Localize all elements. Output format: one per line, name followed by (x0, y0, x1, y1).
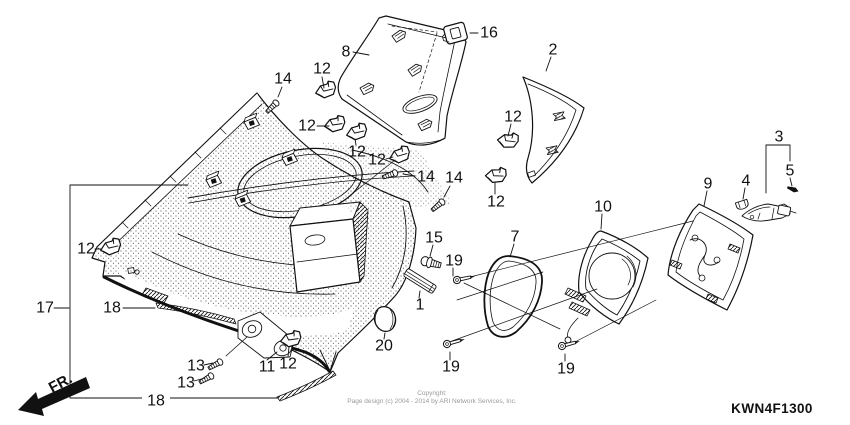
callout-15[interactable]: 15 (425, 230, 443, 247)
part-7-gasket (483, 255, 543, 338)
callout-13-a[interactable]: 13 (187, 358, 205, 375)
callout-14-c[interactable]: 14 (445, 170, 463, 187)
part-9-side-panel (667, 203, 754, 311)
callout-9[interactable]: 9 (704, 176, 713, 193)
callout-12-e[interactable]: 12 (487, 194, 505, 211)
callout-18-b[interactable]: 18 (147, 393, 165, 410)
moldings-17-18 (69, 184, 337, 409)
callout-20[interactable]: 20 (375, 338, 393, 355)
screw-13 (206, 357, 225, 372)
clip-12 (314, 80, 337, 100)
clip-12 (495, 128, 521, 151)
callout-11[interactable]: 11 (259, 359, 276, 376)
callout-14-a[interactable]: 14 (274, 71, 292, 88)
bracket-line-3 (765, 144, 791, 194)
part-8-upper-panel (337, 15, 467, 146)
part-10-pocket-frame (564, 230, 649, 344)
part-main-inner-cowl (91, 92, 452, 373)
callout-10[interactable]: 10 (594, 199, 612, 216)
callout-17[interactable]: 17 (36, 300, 54, 317)
callout-12-d[interactable]: 12 (368, 152, 386, 169)
callout-14-b[interactable]: 14 (417, 169, 435, 186)
part-20-grommet (373, 306, 397, 332)
callout-16[interactable]: 16 (480, 25, 498, 42)
callout-19-a[interactable]: 19 (445, 253, 463, 270)
callout-12-a[interactable]: 12 (313, 61, 331, 78)
clip-12 (323, 114, 346, 133)
part-5-screw (786, 186, 799, 193)
clip-12 (345, 122, 368, 142)
callout-18-a[interactable]: 18 (103, 300, 121, 317)
clip-guide-line (351, 159, 396, 195)
callout-1[interactable]: 1 (416, 297, 425, 314)
callout-13-b[interactable]: 13 (177, 375, 195, 392)
fr-direction-arrow: FR. (18, 370, 90, 416)
copyright-line1: Copyright: (417, 390, 447, 397)
callout-8[interactable]: 8 (342, 44, 351, 61)
part-3-latch (741, 203, 797, 222)
diagram-code: KWN4F1300 (731, 401, 813, 416)
callout-7[interactable]: 7 (511, 229, 520, 246)
part-16-clip (442, 21, 468, 45)
callout-19-c[interactable]: 19 (557, 361, 575, 378)
clip-12 (483, 164, 508, 186)
part-1-molding (403, 268, 437, 294)
callout-12-b[interactable]: 12 (298, 118, 316, 135)
callout-12-g[interactable]: 12 (77, 241, 95, 258)
callout-3[interactable]: 3 (775, 129, 784, 146)
leader-lines (53, 32, 793, 382)
callout-4[interactable]: 4 (742, 173, 751, 190)
callout-2[interactable]: 2 (549, 42, 558, 59)
assembly-lines (451, 220, 694, 345)
callout-12-h[interactable]: 12 (279, 356, 297, 373)
bolt-15 (419, 254, 443, 272)
copyright-line2: Page design (c) 2004 - 2014 by ARI Netwo… (347, 398, 517, 405)
callout-5[interactable]: 5 (786, 163, 795, 180)
callout-12-c[interactable]: 12 (348, 144, 366, 161)
callout-19-b[interactable]: 19 (442, 359, 460, 376)
part-2-garnish (522, 76, 585, 184)
part-4-clip (734, 198, 749, 210)
bolt-19 (452, 272, 477, 285)
callout-12-f[interactable]: 12 (504, 109, 522, 126)
